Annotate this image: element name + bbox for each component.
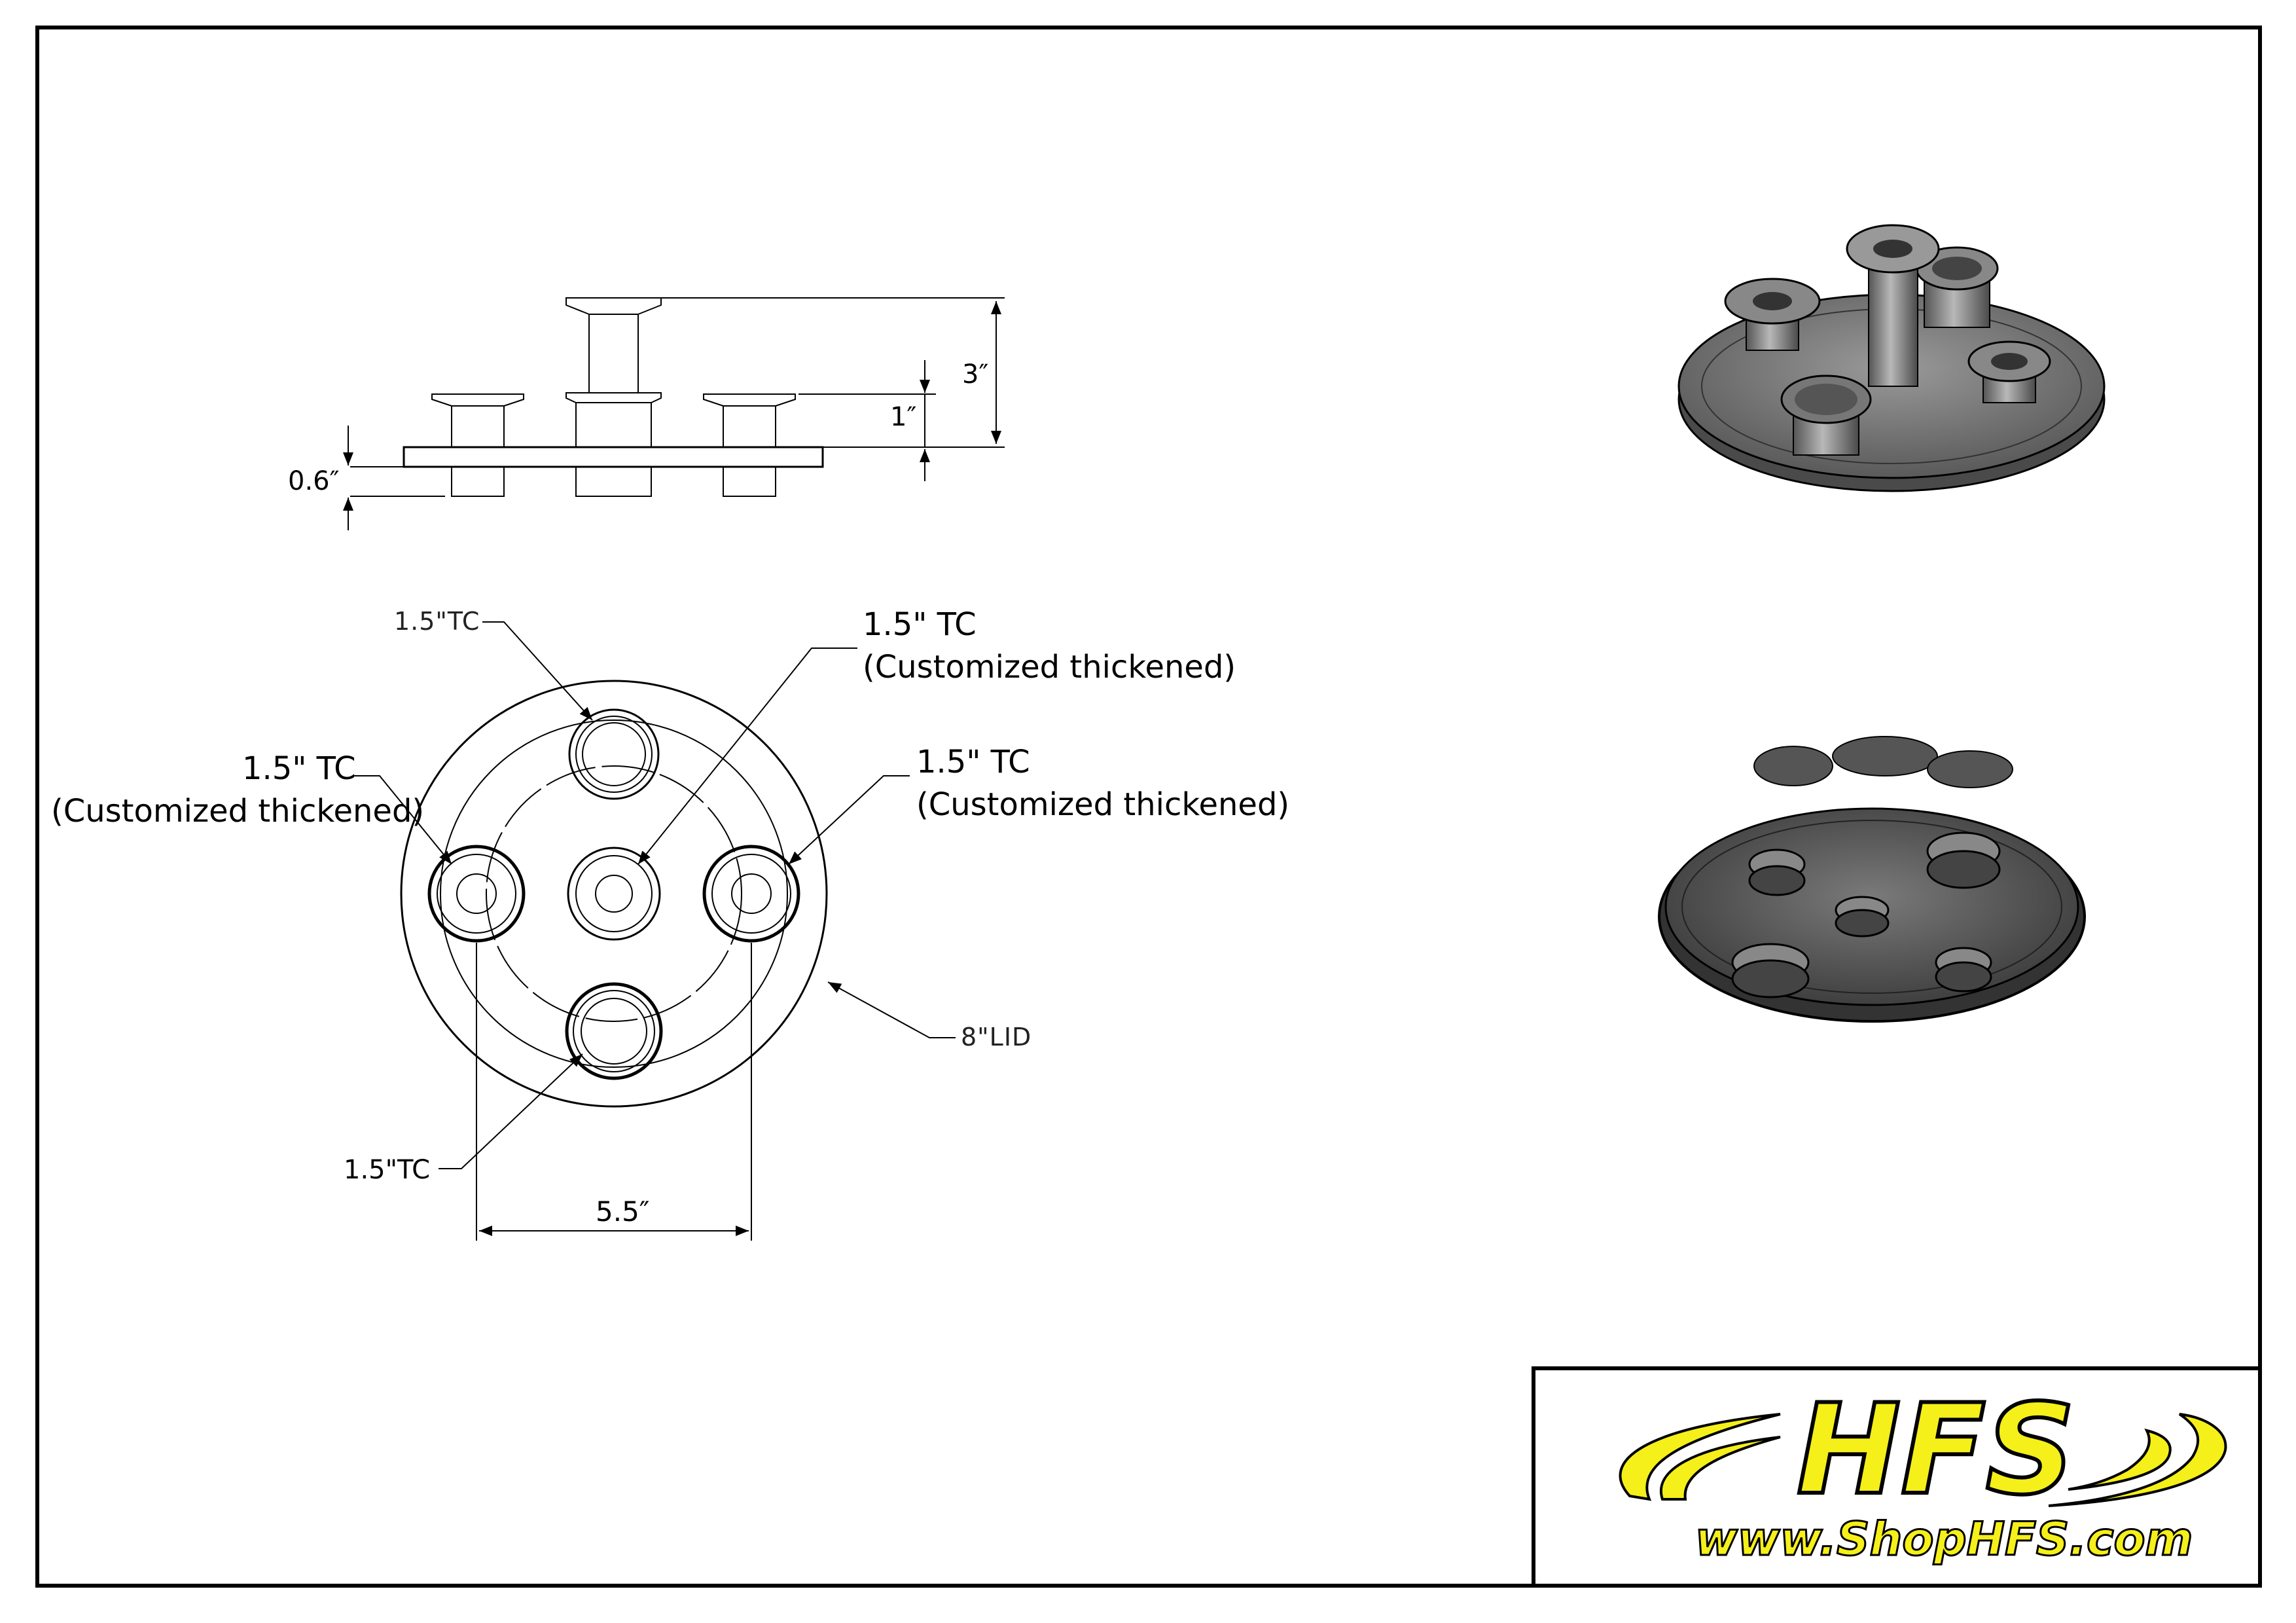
iso-view-top — [1677, 224, 2106, 492]
iso-view-bottom — [1658, 736, 2086, 1023]
port-bottom — [565, 982, 663, 1080]
logo-hfs: HFS — [1797, 1377, 2075, 1522]
callout-top-port: 1.5"TC — [394, 607, 480, 636]
callout-left-line2: (Customized thickened) — [51, 793, 424, 830]
top-view: 1.5"TC 1.5" TC (Customized thickened) 1.… — [51, 606, 1289, 1241]
title-block: HFS www.ShopHFS.com — [1532, 1366, 2262, 1588]
callout-center-line2: (Customized thickened) — [863, 649, 1236, 685]
logo-swoosh-left — [1619, 1413, 1781, 1501]
port-top — [568, 708, 660, 800]
logo-website: www.ShopHFS.com — [1695, 1512, 2193, 1566]
dim-lid-thickness: 0.6″ — [288, 466, 340, 496]
sheet-border — [35, 26, 2262, 1588]
side-view: 3″ 1″ 0.6″ — [288, 297, 1005, 530]
callout-bottom-port: 1.5"TC — [344, 1155, 430, 1185]
port-left — [427, 845, 526, 943]
callout-right-line1: 1.5" TC — [916, 744, 1030, 780]
dim-height-port: 1″ — [890, 402, 916, 432]
callout-left-line1: 1.5" TC — [242, 750, 356, 787]
dim-height-total: 3″ — [962, 359, 988, 390]
dim-spacing: 5.5″ — [596, 1195, 649, 1228]
port-center — [567, 847, 661, 941]
callout-lid: 8"LID — [961, 1023, 1031, 1051]
callout-right-line2: (Customized thickened) — [916, 786, 1289, 823]
port-right — [702, 845, 800, 943]
callout-center-line1: 1.5" TC — [863, 606, 977, 643]
logo-swoosh-right — [2048, 1413, 2227, 1507]
